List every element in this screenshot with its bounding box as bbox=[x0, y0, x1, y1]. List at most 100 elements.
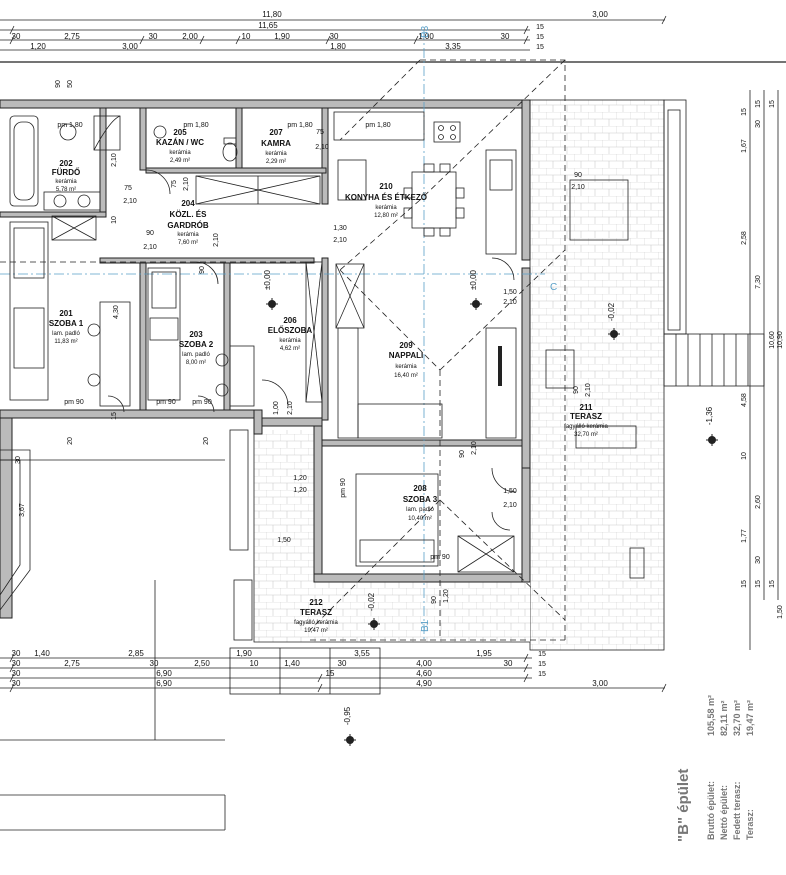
dim-label: 1,50 bbox=[503, 289, 517, 296]
dim-label: 30 bbox=[12, 32, 21, 41]
kitchen-counter bbox=[333, 111, 425, 141]
room-number: 205 bbox=[173, 128, 187, 137]
dim-label: 1,00 bbox=[273, 401, 280, 415]
dim-label: 90 bbox=[573, 386, 580, 394]
room-area: 2,29 m² bbox=[266, 159, 286, 165]
dim-label: 15 bbox=[536, 34, 544, 41]
desk-203 bbox=[229, 345, 255, 407]
dim-label: 30 bbox=[15, 456, 22, 464]
dim-label: 4,00 bbox=[416, 659, 432, 668]
room-material: lam. padló bbox=[52, 331, 80, 337]
cooktop bbox=[433, 121, 461, 143]
dim-label: 15 bbox=[769, 100, 776, 108]
room-material: kerámia bbox=[169, 150, 191, 156]
dim-right: 3,00 bbox=[592, 10, 608, 19]
dim-label: 15 bbox=[755, 580, 762, 588]
room-name: TERASZ bbox=[570, 412, 602, 421]
dim-label: 4,58 bbox=[741, 393, 748, 407]
dim-label: 1,40 bbox=[284, 659, 300, 668]
room-number: 211 bbox=[580, 403, 593, 412]
stair bbox=[663, 333, 765, 387]
dim-label: 4,90 bbox=[416, 679, 432, 688]
room-material: kerámia bbox=[279, 338, 301, 344]
roof-outline bbox=[0, 59, 566, 641]
terrace-table bbox=[569, 179, 629, 241]
dim-label: 90 bbox=[431, 596, 438, 604]
dim-label: 30 bbox=[12, 659, 21, 668]
door-label: pm 90 bbox=[340, 478, 347, 498]
dim-label: 15 bbox=[741, 580, 748, 588]
dim-label: 10,60 bbox=[769, 331, 776, 349]
dim-label: 10,90 bbox=[777, 331, 784, 349]
room-area: 12,80 m² bbox=[374, 213, 398, 219]
axis-b1-label: B1 bbox=[420, 619, 431, 632]
opening-labels: pm 1,80 pm 1,80 pm 1,80 pm 1,80 pm 90 pm… bbox=[15, 80, 592, 604]
dim-label: 90 bbox=[146, 230, 154, 237]
dim-label: 50 bbox=[67, 80, 74, 88]
level-label: -0,95 bbox=[343, 706, 352, 725]
dim-label: 2,85 bbox=[128, 649, 144, 658]
shower bbox=[93, 115, 121, 151]
door-label: pm 1,80 bbox=[287, 122, 312, 129]
left-building-fragment bbox=[0, 417, 381, 831]
room-number: 203 bbox=[189, 330, 203, 339]
dim-label: 15 bbox=[536, 24, 544, 31]
room-name: GARDRÓB bbox=[167, 221, 209, 230]
level-label: -0,02 bbox=[367, 592, 376, 611]
room-area: 7,60 m² bbox=[178, 240, 198, 246]
dim-label: 2,10 bbox=[213, 233, 220, 247]
boiler bbox=[153, 125, 167, 139]
room-number: 210 bbox=[379, 182, 393, 191]
axis-lines: B3 B1 C bbox=[0, 25, 557, 640]
room-201: 201 SZOBA 1 lam. padló 11,83 m² bbox=[49, 309, 84, 345]
room-material: kerámia bbox=[55, 179, 77, 185]
summary-label: Fedett terasz: bbox=[732, 781, 742, 840]
room-name: SZOBA 1 bbox=[49, 319, 84, 328]
dim-label: 6,90 bbox=[156, 679, 172, 688]
summary-value: 82,11 m² bbox=[719, 700, 729, 736]
dim-label: 1,20 bbox=[293, 475, 307, 482]
room-number: 212 bbox=[309, 598, 323, 607]
dim-label: 15 bbox=[538, 661, 546, 668]
dim-label: 1,77 bbox=[741, 529, 748, 543]
dim-label: 15 bbox=[769, 580, 776, 588]
bed-201 bbox=[9, 221, 49, 401]
bath-sink bbox=[59, 123, 77, 141]
dim-label: 3,00 bbox=[122, 42, 138, 51]
dim-label: 4,30 bbox=[113, 305, 120, 319]
room-material: kerámia bbox=[395, 364, 417, 370]
bed-208 bbox=[355, 473, 439, 567]
dim-label: 3,67 bbox=[19, 503, 26, 517]
dim-label: 1,20 bbox=[293, 487, 307, 494]
door-label: pm 1,80 bbox=[183, 122, 208, 129]
room-material: fagyálló kerámia bbox=[564, 424, 608, 430]
building-title: "B" épület bbox=[675, 769, 692, 842]
room-211: 211 TERASZ fagyálló kerámia 32,70 m² bbox=[564, 403, 608, 438]
dim-label: 1,20 bbox=[443, 589, 450, 603]
dim-label: 10 bbox=[111, 216, 118, 224]
level-label: ±0,00 bbox=[469, 269, 478, 290]
dim-label: 2,10 bbox=[143, 244, 157, 251]
room-name: NAPPALI bbox=[389, 351, 424, 360]
dim-label: 30 bbox=[755, 120, 762, 128]
room-area: 10,40 m² bbox=[408, 516, 432, 522]
summary-value: 19,47 m² bbox=[745, 700, 755, 736]
room-name: ELŐSZOBA bbox=[268, 326, 313, 335]
level-label: -0,02 bbox=[607, 302, 616, 321]
dim-label: 4,60 bbox=[416, 669, 432, 678]
room-name: TERASZ bbox=[300, 608, 332, 617]
summary-label: Terasz: bbox=[745, 809, 755, 840]
room-207: 207 KAMRA kerámia 2,29 m² bbox=[261, 128, 291, 165]
dim-label: 6,90 bbox=[156, 669, 172, 678]
tv-cabinet bbox=[485, 327, 517, 439]
room-name: SZOBA 3 bbox=[403, 495, 438, 504]
dim-label: 1,50 bbox=[277, 537, 291, 544]
door-label: pm 90 bbox=[192, 399, 212, 406]
room-204: 204 KÖZL. ÉS GARDRÓB kerámia 7,60 m² bbox=[167, 199, 209, 246]
dim-label: 30 bbox=[150, 659, 159, 668]
door-label: pm 90 bbox=[156, 399, 176, 406]
dim-label: 15 bbox=[741, 108, 748, 116]
room-material: kerámia bbox=[177, 232, 199, 238]
level-label: ±0,00 bbox=[263, 269, 272, 290]
